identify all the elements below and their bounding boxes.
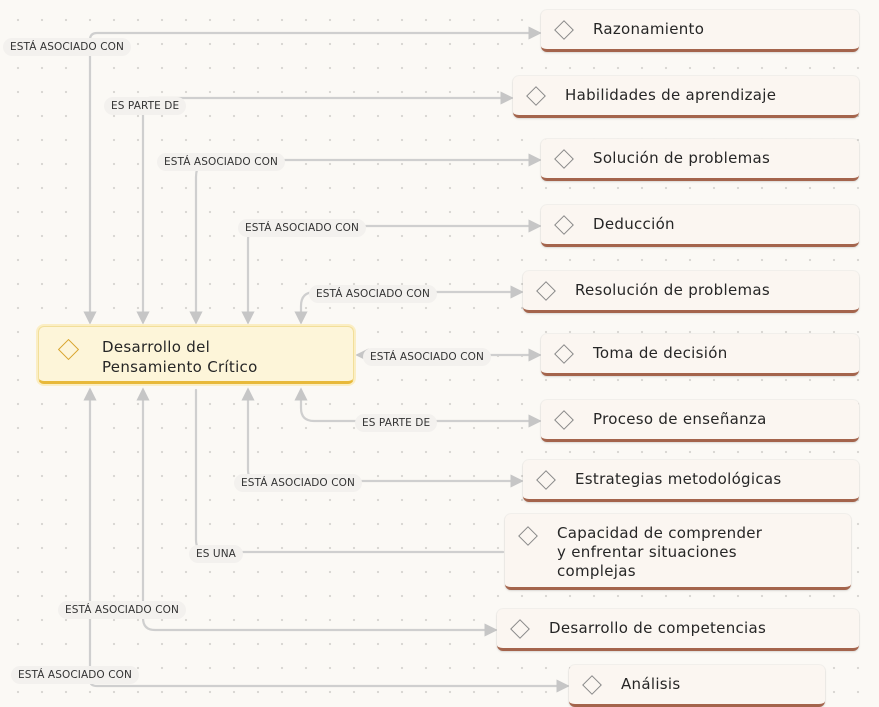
relation-label-proceso: ES PARTE DE xyxy=(355,414,438,432)
relation-label-habilidades: ES PARTE DE xyxy=(104,97,187,115)
node-desarrollo-de-competencias[interactable]: Desarrollo de competencias xyxy=(497,609,859,651)
node-label: Solución de problemas xyxy=(593,149,771,167)
diamond-icon xyxy=(526,85,546,106)
node-resolucion-de-problemas[interactable]: Resolución de problemas xyxy=(523,271,859,313)
node-capacidad-de-comprender[interactable]: Capacidad de comprender y enfrentar situ… xyxy=(505,514,851,590)
edge-estrategias xyxy=(241,387,524,488)
relation-label-resolucion: ESTÁ ASOCIADO CON xyxy=(309,285,437,303)
node-deduccion[interactable]: Deducción xyxy=(541,205,859,247)
diamond-icon xyxy=(536,280,556,301)
edge-capacidad xyxy=(194,388,505,554)
node-label: Deducción xyxy=(593,215,675,233)
diamond-icon xyxy=(554,214,574,235)
diamond-icon xyxy=(510,618,530,639)
relation-label-competencias: ESTÁ ASOCIADO CON xyxy=(58,601,186,619)
relation-label-capacidad: ES UNA xyxy=(189,545,243,563)
relation-label-analisis: ESTÁ ASOCIADO CON xyxy=(11,666,139,684)
node-label: Análisis xyxy=(621,675,681,693)
relation-label-toma-decision: ESTÁ ASOCIADO CON xyxy=(363,348,491,366)
diamond-icon xyxy=(582,674,602,695)
diamond-icon xyxy=(518,526,538,546)
node-label: Capacidad de comprender y enfrentar situ… xyxy=(557,524,763,580)
node-label: Estrategias metodológicas xyxy=(575,470,782,488)
edge-razonamiento xyxy=(83,26,542,325)
central-node-label: Desarrollo del Pensamiento Crítico xyxy=(102,338,258,376)
diamond-icon xyxy=(57,338,80,361)
edge-analisis xyxy=(83,387,570,693)
node-label: Proceso de enseñanza xyxy=(593,410,767,428)
node-label: Desarrollo de competencias xyxy=(549,619,767,637)
diamond-icon xyxy=(554,19,574,40)
node-habilidades-de-aprendizaje[interactable]: Habilidades de aprendizaje xyxy=(513,76,859,118)
node-proceso-de-ensenanza[interactable]: Proceso de enseñanza xyxy=(541,400,859,442)
diamond-icon xyxy=(554,343,574,364)
node-estrategias-metodologicas[interactable]: Estrategias metodológicas xyxy=(523,460,859,502)
node-label: Habilidades de aprendizaje xyxy=(565,86,777,104)
node-label: Toma de decisión xyxy=(593,344,728,362)
node-analisis[interactable]: Análisis xyxy=(569,665,825,707)
relation-label-razonamiento: ESTÁ ASOCIADO CON xyxy=(3,38,131,56)
relation-label-solucion: ESTÁ ASOCIADO CON xyxy=(157,153,285,171)
node-razonamiento[interactable]: Razonamiento xyxy=(541,10,859,52)
node-label: Razonamiento xyxy=(593,20,705,38)
central-node[interactable]: Desarrollo del Pensamiento Crítico xyxy=(38,326,354,384)
diamond-icon xyxy=(536,469,556,490)
node-label: Resolución de problemas xyxy=(575,281,771,299)
node-toma-de-decision[interactable]: Toma de decisión xyxy=(541,334,859,376)
node-solucion-de-problemas[interactable]: Solución de problemas xyxy=(541,139,859,181)
relation-label-estrategias: ESTÁ ASOCIADO CON xyxy=(234,474,362,492)
diamond-icon xyxy=(554,409,574,430)
relation-label-deduccion: ESTÁ ASOCIADO CON xyxy=(238,219,366,237)
edge-deduccion xyxy=(241,219,542,325)
diamond-icon xyxy=(554,148,574,169)
